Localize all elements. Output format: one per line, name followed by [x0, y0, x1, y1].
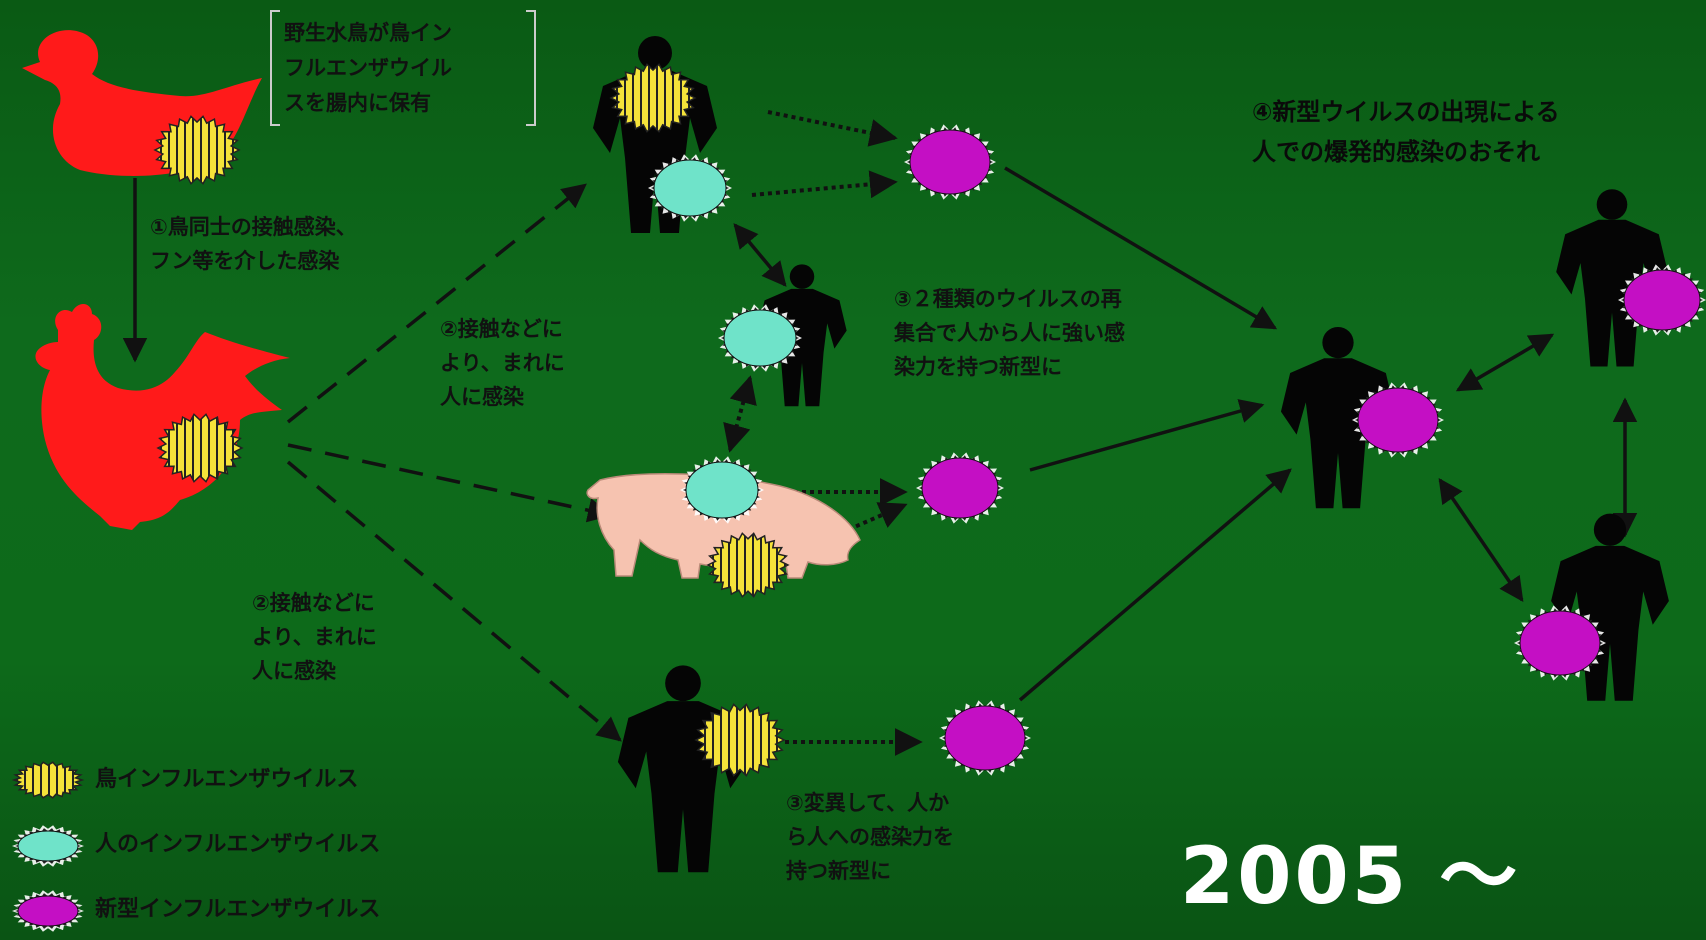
new-virus-top — [904, 124, 996, 200]
step3-reassort-note: ③２種類のウイルスの再 集合で人から人に強い感 染力を持つ新型に — [894, 282, 1125, 384]
bird-virus-person-top — [609, 63, 697, 133]
arrow-person-top-person-small — [733, 223, 787, 287]
arrow-center-right-top — [1455, 333, 1555, 392]
bird-virus-rooster — [156, 413, 244, 483]
step3-mutation-note-line: 持つ新型に — [786, 859, 891, 883]
arrow-new-top-to-center — [1004, 166, 1278, 330]
human-virus-person-top — [648, 154, 732, 222]
arrow-new-bottom-to-center — [1018, 468, 1292, 702]
step4-note-line: 人での爆発的感染のおそれ — [1252, 138, 1540, 166]
legend-bird-virus-icon — [11, 761, 85, 799]
step2-upper-note-line: 人に感染 — [440, 385, 524, 409]
arrow-pig-bird-to-new — [789, 502, 908, 557]
legend-item-bird: 鳥インフルエンザウイルス — [95, 767, 359, 792]
step1-note: ①鳥同士の接触感染、 フン等を介した感染 — [150, 210, 357, 278]
bird-virus-person-bottom — [694, 703, 786, 777]
rooster-icon — [35, 303, 291, 530]
step2-upper-note: ②接触などに より、まれに 人に感染 — [440, 312, 565, 414]
wild-bird-note: 野生水鳥が鳥イン フルエンザウイル スを腸内に保有 — [284, 16, 452, 121]
step2-lower-note-line: 人に感染 — [252, 659, 336, 683]
bird-virus-duck — [153, 115, 241, 185]
step3-reassort-note-line: 集合で人から人に強い感 — [894, 321, 1125, 345]
note-bracket — [270, 10, 536, 126]
bird-virus-pig — [706, 532, 790, 598]
step3-mutation-note: ③変異して、人か ら人への感染力を 持つ新型に — [786, 786, 954, 888]
year-label: 2005 ～ — [1180, 832, 1521, 922]
step2-lower-note-line: ②接触などに — [252, 591, 375, 615]
human-virus-pig — [680, 456, 764, 524]
arrow-person-top-human-to-new — [751, 170, 898, 199]
step2-lower-note: ②接触などに より、まれに 人に感染 — [252, 586, 377, 688]
arrow-center-right-bottom — [1438, 477, 1524, 603]
arrow-rooster-to-person-top — [286, 183, 587, 424]
new-virus-person-right-bottom — [1514, 605, 1606, 681]
step3-reassort-note-line: 染力を持つ新型に — [894, 355, 1062, 379]
legend-human-virus-icon — [12, 825, 84, 867]
wild-bird-note-line: フルエンザウイル — [284, 56, 452, 80]
step4-note-line: ④新型ウイルスの出現による — [1252, 98, 1560, 126]
step2-lower-note-line: より、まれに — [252, 625, 377, 649]
human-virus-person-small — [718, 304, 802, 372]
arrow-rooster-to-pig — [287, 443, 613, 523]
new-virus-bottom — [939, 700, 1031, 776]
pig-icon — [586, 473, 861, 579]
arrow-rooster-to-person-bottom — [286, 460, 622, 742]
legend-new-virus-icon — [12, 890, 84, 932]
new-virus-person-center — [1352, 382, 1444, 458]
arrow-person-top-to-new — [767, 110, 898, 147]
legend-item-new: 新型インフルエンザウイルス — [95, 897, 381, 922]
step2-upper-note-line: ②接触などに — [440, 317, 563, 341]
wild-bird-note-line: スを腸内に保有 — [284, 91, 431, 115]
new-virus-middle — [916, 452, 1004, 524]
arrow-new-middle-to-center — [1029, 399, 1265, 472]
new-virus-person-right-top — [1618, 264, 1706, 336]
step3-reassort-note-line: ③２種類のウイルスの再 — [894, 287, 1122, 311]
legend-item-human: 人のインフルエンザウイルス — [95, 832, 381, 857]
wild-bird-note-line: 野生水鳥が鳥イン — [284, 21, 452, 45]
step4-note: ④新型ウイルスの出現による 人での爆発的感染のおそれ — [1252, 92, 1560, 172]
step1-note-line: ①鳥同士の接触感染、 — [150, 215, 357, 239]
arrow-person-small-pig — [723, 375, 757, 453]
step3-mutation-note-line: ら人への感染力を — [786, 825, 954, 849]
step2-upper-note-line: より、まれに — [440, 351, 565, 375]
step3-mutation-note-line: ③変異して、人か — [786, 791, 950, 815]
step1-note-line: フン等を介した感染 — [150, 249, 340, 273]
